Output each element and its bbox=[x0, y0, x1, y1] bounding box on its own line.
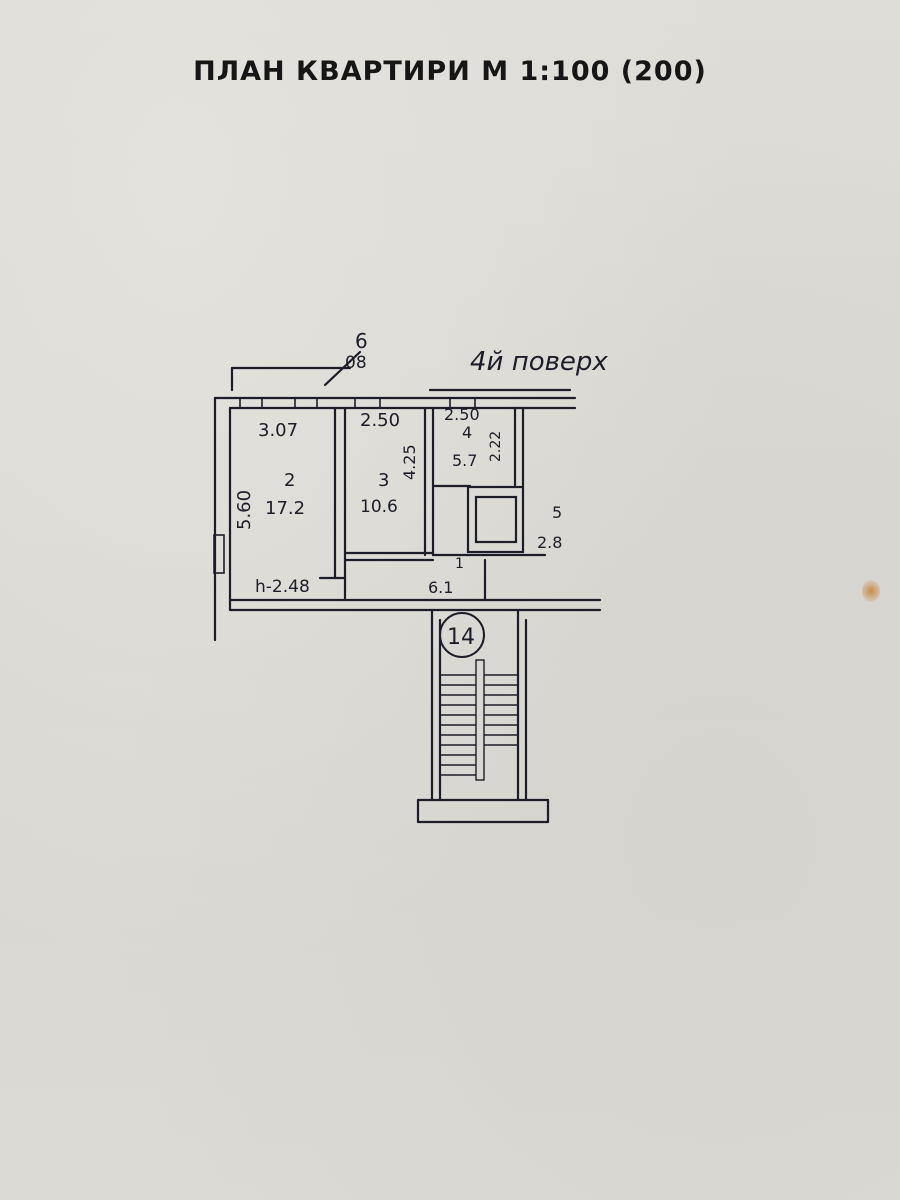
top-dim-top: 6 bbox=[355, 329, 368, 353]
dim-room4-width: 2.50 bbox=[444, 405, 480, 424]
dim-left-height: 5.60 bbox=[234, 490, 255, 530]
room-3-number: 3 bbox=[378, 470, 389, 491]
room-4-area: 5.7 bbox=[452, 451, 477, 470]
room-2-number: 2 bbox=[284, 470, 295, 491]
room-4-number: 4 bbox=[462, 423, 472, 442]
dim-room3-width: 2.50 bbox=[360, 410, 400, 431]
walls bbox=[213, 350, 602, 824]
room-5-number: 5 bbox=[552, 503, 562, 522]
stair-circle bbox=[439, 612, 485, 658]
page-title: ПЛАН КВАРТИРИ М 1:100 (200) bbox=[193, 56, 707, 87]
ceiling-height: h-2.48 bbox=[255, 577, 310, 597]
windows bbox=[213, 397, 476, 574]
stair-treads bbox=[440, 659, 518, 781]
room-3-area: 10.6 bbox=[360, 497, 398, 517]
top-dim-bottom: 08 bbox=[345, 353, 367, 373]
room-1-area: 6.1 bbox=[428, 578, 453, 597]
floor-note: 4й поверх bbox=[470, 347, 608, 377]
room-2-area: 17.2 bbox=[265, 498, 305, 519]
ink-stain bbox=[862, 580, 880, 602]
dim-room4-depth: 2.22 bbox=[488, 431, 504, 462]
room-1-number: 1 bbox=[455, 556, 464, 572]
dim-room3-depth: 4.25 bbox=[400, 444, 419, 480]
dim-room2-width: 3.07 bbox=[258, 420, 298, 441]
room-5-area: 2.8 bbox=[537, 533, 562, 552]
stair-label: 14 bbox=[447, 625, 475, 650]
